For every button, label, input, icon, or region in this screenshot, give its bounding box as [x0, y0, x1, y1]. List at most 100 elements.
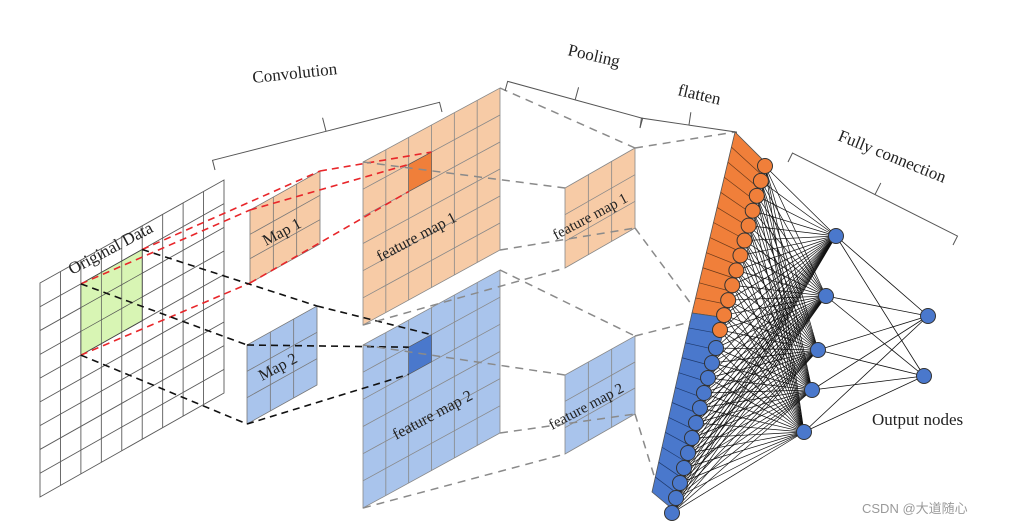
fc-edge	[817, 349, 925, 377]
dashed-connector	[362, 453, 566, 509]
hidden-node	[810, 342, 826, 358]
fc-edge	[699, 349, 819, 409]
map2-hline	[246, 331, 318, 372]
fc-edge	[817, 315, 929, 351]
fc-edge	[727, 299, 813, 391]
map-2-kernel	[246, 305, 318, 425]
fc-edge	[695, 235, 837, 424]
fm2-active-cell	[408, 334, 432, 375]
input-node	[748, 187, 765, 204]
input-node	[732, 247, 749, 264]
dashed-connector	[634, 227, 701, 317]
fc-edge	[671, 389, 813, 514]
input-node	[740, 217, 757, 234]
pooled-feature-map-1-grid	[564, 147, 636, 269]
dashed-connector	[319, 151, 432, 172]
dashed-connector	[249, 190, 410, 284]
dashed-connector	[499, 413, 636, 434]
output-node	[916, 368, 932, 384]
fc-edge	[803, 315, 929, 433]
fc-edge	[756, 195, 819, 351]
fc-edge	[687, 235, 837, 454]
fc-edge	[707, 235, 837, 379]
input-node	[680, 445, 696, 461]
fc-edge	[671, 349, 819, 514]
fc-edge	[728, 295, 827, 301]
fc-edge	[707, 377, 813, 391]
fc-edge	[715, 347, 813, 391]
projection-dashed-lines	[80, 87, 736, 509]
fc-edge	[707, 349, 819, 379]
fc-edge	[671, 295, 827, 514]
hidden-node	[796, 424, 812, 440]
fc-edge	[748, 225, 837, 237]
input-node	[704, 355, 720, 371]
output-node	[920, 308, 936, 324]
dashed-connector	[249, 163, 409, 211]
input-node	[728, 262, 745, 279]
fc-edge	[703, 392, 805, 433]
input-node	[684, 430, 700, 446]
fc-edge	[835, 235, 929, 317]
brace	[639, 112, 738, 143]
fc-edge	[744, 240, 819, 351]
fc-edge	[679, 235, 837, 484]
fc-edge	[748, 225, 827, 297]
receptive-hline	[80, 272, 143, 308]
map1-hline	[249, 219, 321, 260]
fc-edge	[756, 195, 837, 237]
fc-edge	[825, 295, 925, 377]
fc-edge	[748, 225, 813, 391]
fc-edge	[675, 431, 805, 499]
input-node	[696, 385, 712, 401]
fc-edge	[671, 431, 805, 514]
dashed-connector	[80, 283, 248, 346]
fc-edge	[811, 315, 929, 391]
fc-edge	[728, 235, 837, 301]
fc-edge	[675, 349, 819, 499]
input-node	[736, 232, 753, 249]
fc-edge	[744, 235, 837, 241]
fm1-active-cell	[408, 151, 432, 193]
fc-edge	[740, 255, 819, 351]
input-node	[752, 172, 769, 189]
brace	[787, 152, 959, 246]
fc-edge	[740, 255, 827, 297]
dashed-connector	[246, 344, 409, 348]
fc-edge	[723, 235, 837, 316]
input-node	[757, 158, 773, 174]
fc-edge	[679, 389, 813, 484]
original-grid-hline	[39, 368, 225, 474]
fc-edge	[687, 389, 813, 454]
fc-edge	[803, 375, 925, 433]
fc-edge	[760, 180, 819, 351]
fc-edge	[740, 235, 837, 256]
dashed-connector	[141, 170, 321, 251]
fc-edge	[715, 235, 837, 349]
fc-edge	[835, 235, 925, 377]
dashed-connector	[499, 87, 636, 149]
fc-edge	[752, 210, 827, 297]
fc-edge	[744, 240, 827, 297]
brace	[504, 80, 644, 129]
input-node	[712, 322, 728, 338]
input-node	[724, 277, 741, 294]
dashed-connector	[634, 131, 736, 149]
input-node	[664, 505, 680, 521]
input-node	[700, 370, 716, 386]
dashed-connector	[634, 319, 699, 337]
dashed-connector	[499, 227, 636, 251]
fc-edge	[719, 295, 827, 331]
pool1-hline	[564, 174, 636, 216]
map2-hline	[246, 358, 318, 399]
fc-edge	[683, 389, 813, 469]
dashed-connector	[80, 354, 248, 425]
dashed-connector	[362, 344, 566, 376]
output-nodes-label: Output nodes	[872, 410, 963, 429]
fc-edge	[675, 235, 837, 499]
input-node	[676, 460, 692, 476]
dashed-connector	[80, 282, 251, 356]
fc-edge	[756, 195, 827, 297]
hidden-node	[818, 288, 834, 304]
fc-edge	[723, 314, 805, 433]
